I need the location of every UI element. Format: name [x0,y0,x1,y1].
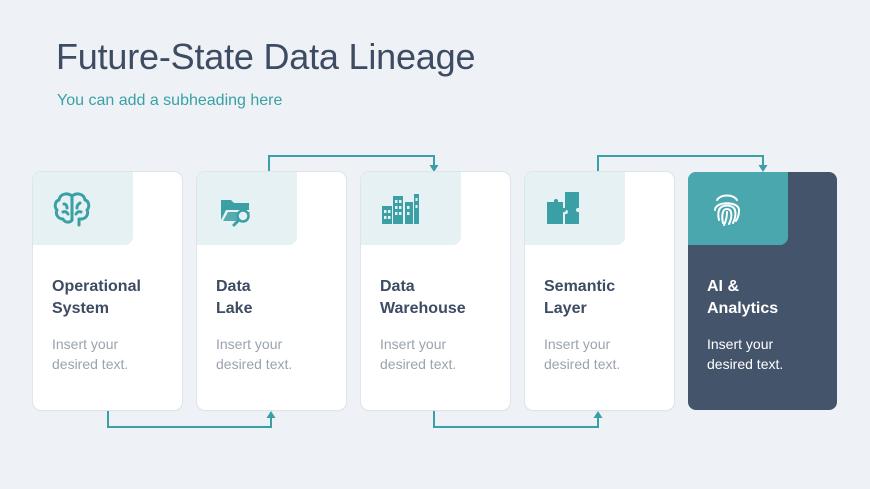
card-description: Insert your desired text. [544,336,621,372]
fingerprint-icon [714,194,741,226]
folder-search-icon [221,200,250,227]
card-semantic-layer: Semantic Layer Insert your desired text. [525,172,674,410]
card-operational-system: Operational System Insert your desired t… [33,172,182,410]
arrowhead-ai [758,165,768,172]
card-ai-analytics: AI & Analytics Insert your desired text. [688,172,837,410]
card-data-warehouse: Data Warehouse Insert your desired text. [361,172,510,410]
card-icon-tab [33,172,133,245]
connector-semantic-to-ai [597,155,764,172]
card-description: Insert your desired text. [52,336,129,372]
page-subtitle: You can add a subheading here [57,92,283,109]
card-title: Data Lake [216,278,253,317]
connector-lake-to-warehouse [268,155,435,172]
arrowhead-warehouse [429,165,439,172]
arrowhead-lake [266,411,276,418]
puzzle-icon [547,192,579,224]
card-description: Insert your desired text. [707,336,784,372]
card-icon-tab [525,172,625,245]
connector-warehouse-to-semantic [433,411,599,428]
connector-operational-to-lake [107,411,272,428]
card-description: Insert your desired text. [216,336,293,372]
card-data-lake: Data Lake Insert your desired text. [197,172,346,410]
card-title: AI & Analytics [707,278,779,317]
card-icon-tab [197,172,297,245]
brain-icon [53,192,91,227]
page-title: Future-State Data Lineage [56,36,476,77]
card-title: Operational System [52,278,141,317]
card-title: Data Warehouse [380,278,466,317]
arrowhead-semantic [593,411,603,418]
card-icon-tab [361,172,461,245]
card-description: Insert your desired text. [380,336,457,372]
card-icon-tab [688,172,788,245]
card-title: Semantic Layer [544,278,616,317]
buildings-icon [382,194,419,224]
